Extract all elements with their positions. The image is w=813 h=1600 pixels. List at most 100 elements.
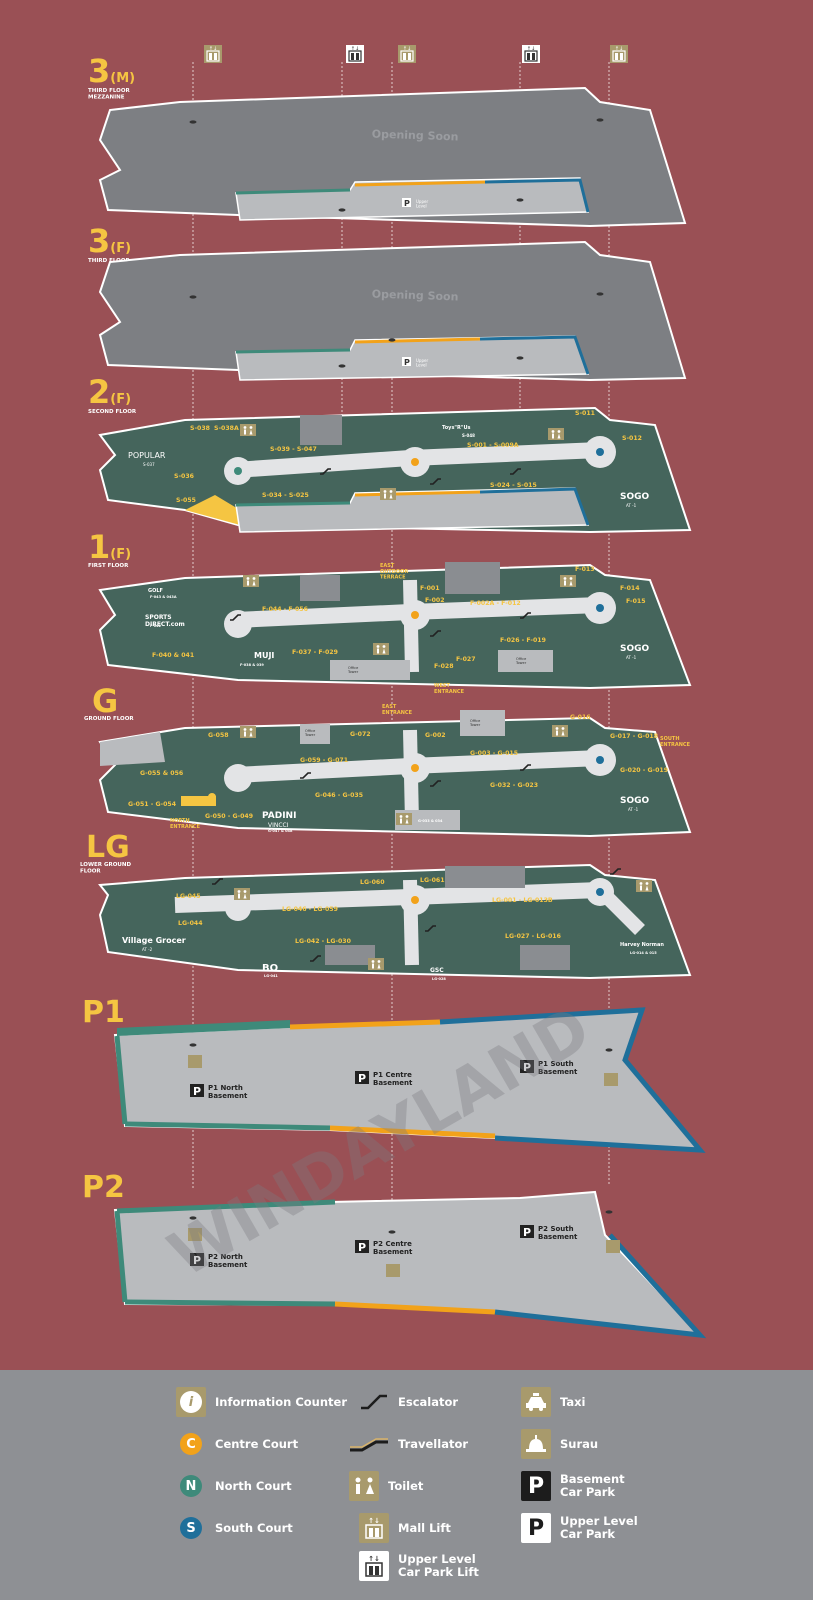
svg-text:SECOND FLOOR: SECOND FLOOR <box>88 409 137 415</box>
svg-text:G-058: G-058 <box>208 732 229 739</box>
svg-text:MUJI: MUJI <box>254 651 274 660</box>
svg-text:G-047 & 048: G-047 & 048 <box>268 829 293 833</box>
svg-text:LG-014 & 015: LG-014 & 015 <box>630 951 657 955</box>
unit-labels: LG-060 LG-061 LG-045 LG-046 - LG-059 LG-… <box>176 877 657 981</box>
legend-mall-lift: ↑↓ Mall Lift <box>358 1512 451 1544</box>
svg-text:F-015: F-015 <box>626 598 646 605</box>
taxi-icon <box>521 1387 551 1417</box>
car-park-lift-icon <box>521 44 541 64</box>
svg-text:G-002: G-002 <box>425 732 446 739</box>
car-park-lift-icon <box>345 44 365 64</box>
mall-lift-icon <box>397 44 417 64</box>
legend-taxi: Taxi <box>520 1386 585 1418</box>
svg-text:G: G <box>92 682 118 720</box>
svg-text:P: P <box>404 358 410 367</box>
svg-text:S-038A: S-038A <box>214 425 239 432</box>
legend-information-counter: i Information Counter <box>175 1386 347 1418</box>
info-icon: i <box>180 1391 202 1413</box>
surau-icon <box>521 1429 551 1459</box>
svg-text:S-039 - S-047: S-039 - S-047 <box>270 446 317 453</box>
lift-icons <box>203 44 629 64</box>
svg-text:3(F): 3(F) <box>88 222 131 260</box>
svg-text:S-048: S-048 <box>462 433 475 438</box>
south-court-icon: S <box>180 1517 202 1539</box>
legend-escalator: Escalator <box>358 1386 458 1418</box>
svg-text:AT -1: AT -1 <box>628 807 639 812</box>
svg-text:G-033 & 034: G-033 & 034 <box>418 819 443 823</box>
svg-text:G-059 - G-071: G-059 - G-071 <box>300 757 348 764</box>
svg-text:POPULAR: POPULAR <box>128 451 166 460</box>
svg-text:S-012: S-012 <box>622 435 642 442</box>
svg-text:P1: P1 <box>82 995 125 1030</box>
svg-text:Village Grocer: Village Grocer <box>122 936 186 945</box>
mall-lift-icon: ↑↓ <box>359 1513 389 1543</box>
upper-car-park-icon: P <box>521 1513 551 1543</box>
svg-text:AT -1: AT -1 <box>626 503 637 508</box>
svg-text:LG: LG <box>86 830 130 865</box>
svg-text:F-038 & 039: F-038 & 039 <box>240 663 264 667</box>
svg-text:F-027: F-027 <box>456 656 476 663</box>
svg-text:F-002: F-002 <box>425 597 445 604</box>
svg-text:P: P <box>193 1085 201 1098</box>
escalator-icon <box>361 1394 387 1410</box>
svg-text:F-028: F-028 <box>434 663 454 670</box>
svg-text:Harvey Norman: Harvey Norman <box>620 942 664 948</box>
svg-text:2(F): 2(F) <box>88 373 131 411</box>
floor-labels: 3(M) 3(F) 2(F) 1(F) G LG P1 P2 <box>82 52 135 1205</box>
svg-text:LG-044: LG-044 <box>178 920 203 927</box>
legend-south-court: S South Court <box>175 1512 293 1544</box>
svg-text:LG-061: LG-061 <box>420 877 445 884</box>
svg-text:FIRST FLOOR: FIRST FLOOR <box>88 563 129 569</box>
floor-2f: S-038 S-038A S-039 - S-047 S-001 - S-009… <box>98 406 692 534</box>
unit-labels: G-058 G-072 G-002 G-016 G-017 - G-018 G-… <box>128 714 668 833</box>
svg-text:P: P <box>523 1061 531 1074</box>
svg-text:G-050 - G-049: G-050 - G-049 <box>205 813 253 820</box>
legend-upper-level-car-park: P Upper Level Car Park <box>520 1512 638 1544</box>
travellator-icon <box>350 1438 388 1452</box>
svg-text:G-051 - G-054: G-051 - G-054 <box>128 801 177 808</box>
legend: i Information Counter C Centre Court N N… <box>0 1370 813 1600</box>
svg-text:F-001: F-001 <box>420 585 440 592</box>
svg-text:SOGO: SOGO <box>620 492 650 502</box>
svg-text:S-036: S-036 <box>174 473 194 480</box>
toilet-icon <box>349 1471 379 1501</box>
legend-surau: Surau <box>520 1428 598 1460</box>
svg-text:↑↓: ↑↓ <box>368 1517 380 1525</box>
legend-basement-car-park: P Basement Car Park <box>520 1470 625 1502</box>
svg-text:F-014: F-014 <box>620 585 640 592</box>
mall-lift-icon <box>203 44 223 64</box>
svg-text:LG-045: LG-045 <box>176 893 201 900</box>
svg-text:G-055 & 056: G-055 & 056 <box>140 770 183 777</box>
unit-labels: F-013 F-014 F-015 F-001 F-002 F-044 - F-… <box>150 566 646 670</box>
svg-text:P2: P2 <box>82 1170 125 1205</box>
svg-text:S-024 - S-015: S-024 - S-015 <box>490 482 537 489</box>
legend-north-court: N North Court <box>175 1470 292 1502</box>
car-park-lift-icon: ↑↓ <box>359 1551 389 1581</box>
basement-car-park-icon: P <box>521 1471 551 1501</box>
svg-text:↑↓: ↑↓ <box>368 1555 380 1563</box>
legend-toilet: Toilet <box>348 1470 423 1502</box>
mall-lift-icon <box>609 44 629 64</box>
svg-text:LG-060: LG-060 <box>360 879 385 886</box>
svg-text:1(F): 1(F) <box>88 528 131 566</box>
svg-text:F-043 & 043A: F-043 & 043A <box>150 595 177 599</box>
svg-text:LG-027 - LG-016: LG-027 - LG-016 <box>505 933 561 940</box>
